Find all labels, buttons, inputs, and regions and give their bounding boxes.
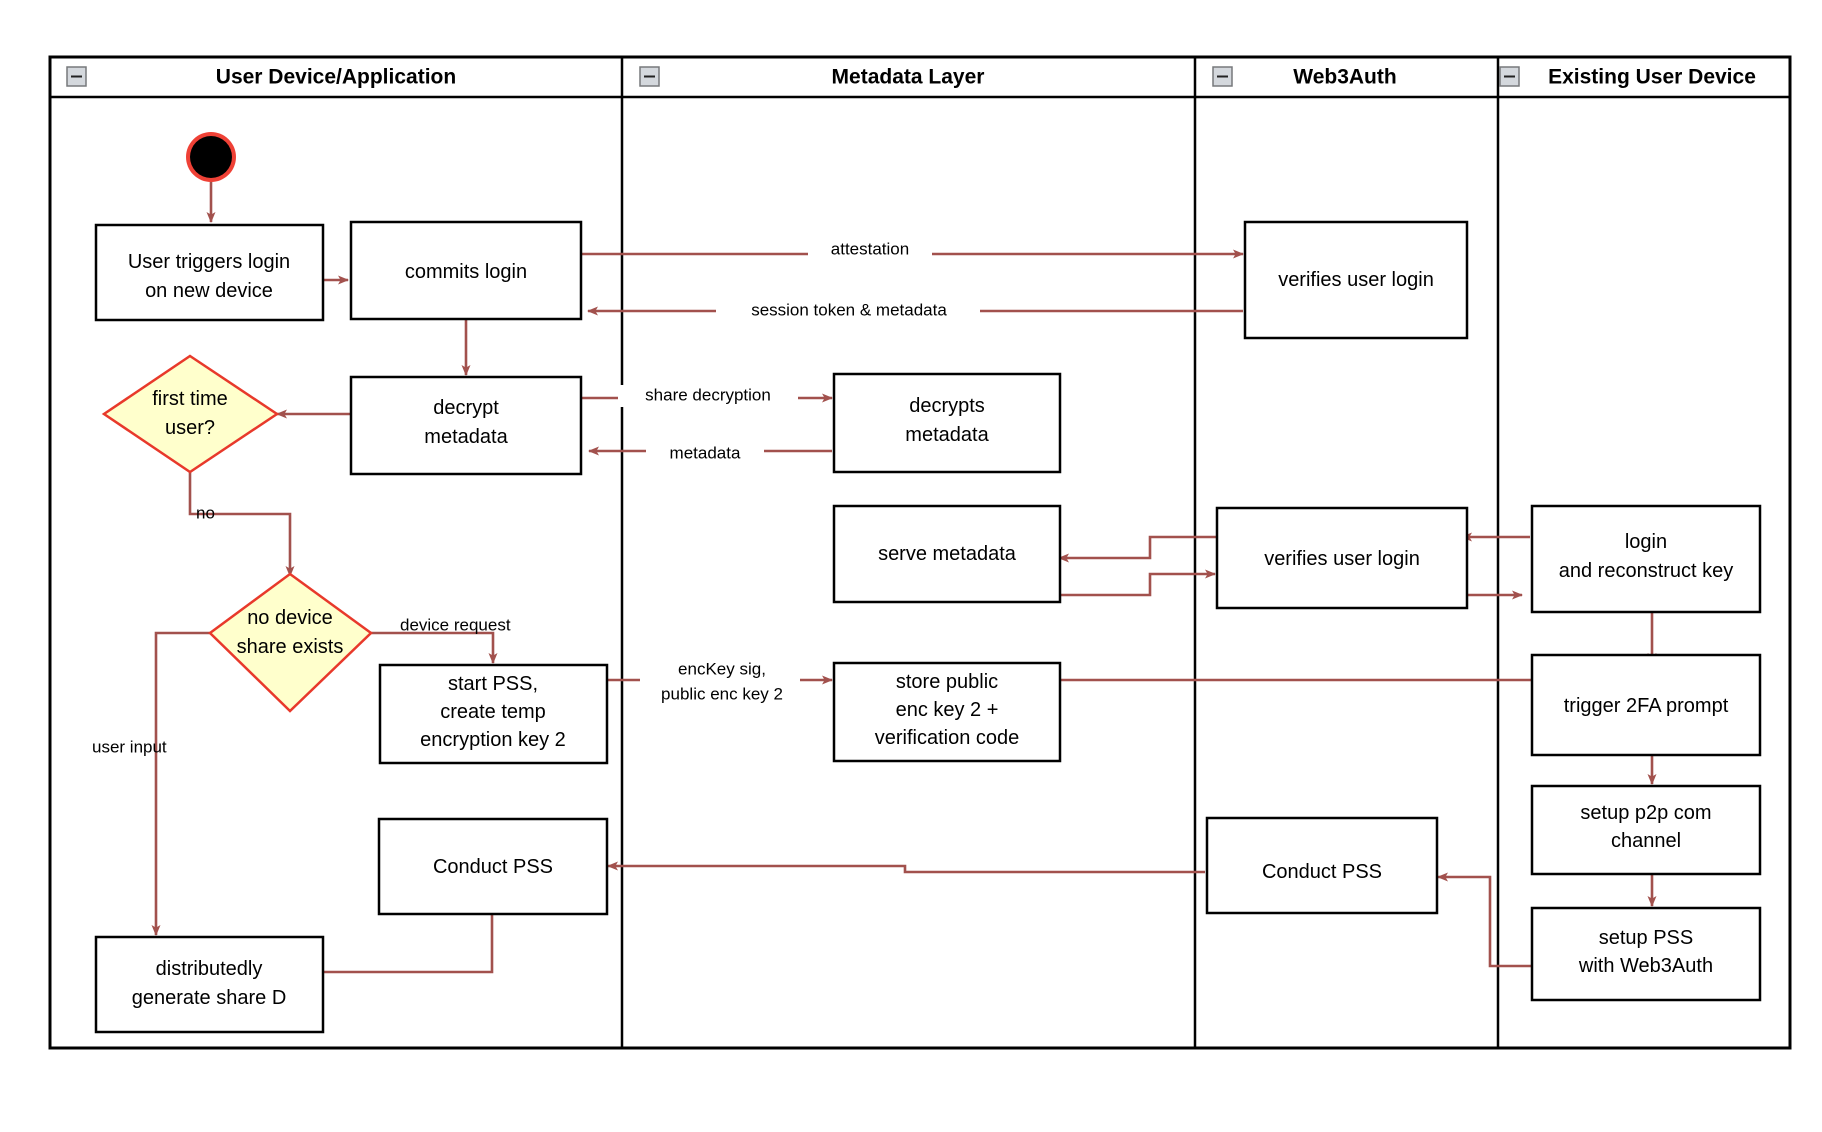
node-label-line: metadata (424, 426, 508, 448)
node-label-line: first time (152, 388, 228, 410)
minus-icon[interactable] (1499, 66, 1520, 87)
lane-header-existing-user-device[interactable]: Existing User Device (1499, 66, 1756, 89)
node-serve-metadata[interactable]: serve metadata (832, 504, 1062, 604)
edge-label-user-input: user input (92, 737, 167, 756)
node-user-triggers-login[interactable]: User triggers login on new device (94, 223, 325, 322)
lane-title-user-device-application: User Device/Application (216, 66, 456, 89)
node-trigger-2fa-prompt[interactable]: trigger 2FA prompt (1530, 653, 1762, 757)
node-setup-pss-with-web3auth[interactable]: setup PSS with Web3Auth (1530, 906, 1762, 1002)
edge-label-session-token-metadata: session token & metadata (751, 300, 947, 319)
node-label-line: on new device (145, 280, 273, 302)
edge-conduct-pss-to-generate-share-d (289, 912, 494, 977)
node-label-line: login (1625, 531, 1667, 553)
edge-label-enckey-sig-line1: encKey sig, (678, 659, 766, 678)
edge-label-attestation: attestation (831, 239, 909, 258)
node-label-line: channel (1611, 830, 1681, 852)
node-label-line: decrypt (433, 397, 499, 419)
minus-icon[interactable] (1212, 66, 1233, 87)
node-label-line: no device (247, 607, 333, 629)
node-decrypt-metadata[interactable]: decrypt metadata (349, 375, 583, 476)
node-start[interactable] (186, 132, 236, 182)
edge-setup-pss-to-conduct-pss-web3auth (1437, 872, 1532, 968)
node-store-public-enc-key[interactable]: store public enc key 2 + verification co… (832, 661, 1062, 763)
node-label-line: enc key 2 + (896, 699, 999, 721)
node-label-line: create temp (440, 701, 546, 723)
node-label-line: User triggers login (128, 251, 290, 273)
node-label-line: Conduct PSS (1262, 861, 1382, 883)
node-distributedly-generate-share-d[interactable]: distributedly generate share D (94, 935, 325, 1034)
edge-verifies-to-serve-metadata (1058, 535, 1223, 563)
node-conduct-pss-web3auth[interactable]: Conduct PSS (1205, 816, 1439, 915)
node-label-line: and reconstruct key (1559, 560, 1734, 582)
minus-icon[interactable] (639, 66, 660, 87)
node-no-device-share-exists[interactable]: no device share exists (208, 572, 373, 713)
node-start-pss-create-temp-key[interactable]: start PSS, create temp encryption key 2 (378, 663, 609, 765)
node-label-line: decrypts (909, 395, 985, 417)
node-setup-p2p-com-channel[interactable]: setup p2p com channel (1530, 784, 1762, 876)
edge-conduct-pss-web3auth-to-user (607, 861, 1205, 874)
node-decrypts-metadata[interactable]: decrypts metadata (832, 372, 1062, 474)
swimlane-frame (48, 55, 1792, 1050)
node-label-line: Conduct PSS (433, 856, 553, 878)
node-verifies-user-login-2[interactable]: verifies user login (1215, 506, 1469, 610)
edge-device-request (371, 631, 498, 664)
lane-title-existing-user-device: Existing User Device (1548, 66, 1756, 89)
lane-title-web3auth: Web3Auth (1293, 66, 1396, 89)
node-label-line: trigger 2FA prompt (1564, 695, 1729, 717)
edge-user-input (151, 631, 210, 936)
node-label-line: user? (165, 417, 215, 439)
node-label-line: setup p2p com (1580, 802, 1711, 824)
edge-label-metadata: metadata (670, 443, 741, 462)
lane-title-metadata-layer: Metadata Layer (832, 66, 985, 89)
node-label-line: encryption key 2 (420, 729, 566, 751)
node-label-line: start PSS, (448, 673, 538, 695)
node-verifies-user-login-1[interactable]: verifies user login (1243, 220, 1469, 340)
node-label-line: metadata (905, 424, 989, 446)
node-login-and-reconstruct-key[interactable]: login and reconstruct key (1530, 504, 1762, 614)
node-commits-login[interactable]: commits login (349, 220, 583, 321)
edge-labels: attestation session token & metadata sha… (92, 239, 980, 756)
node-label-line: verification code (875, 727, 1020, 749)
node-first-time-user[interactable]: first time user? (101, 354, 280, 474)
node-label-line: verifies user login (1264, 548, 1420, 570)
node-label-line: store public (896, 671, 998, 693)
minus-icon[interactable] (66, 66, 87, 87)
edge-no-branch (188, 470, 295, 577)
node-conduct-pss-user[interactable]: Conduct PSS (377, 817, 609, 916)
node-label-line: commits login (405, 261, 527, 283)
node-label-line: share exists (237, 636, 344, 658)
edge-label-share-decryption: share decryption (645, 385, 771, 404)
edge-label-no: no (196, 503, 215, 522)
node-label-line: setup PSS (1599, 927, 1694, 949)
node-label-line: distributedly (156, 958, 263, 980)
lane-header-metadata-layer[interactable]: Metadata Layer (639, 66, 985, 89)
lane-header-user-device-application[interactable]: User Device/Application (66, 66, 456, 89)
edge-label-enckey-sig-line2: public enc key 2 (661, 684, 783, 703)
node-label-line: serve metadata (878, 543, 1017, 565)
node-label-line: with Web3Auth (1578, 955, 1713, 977)
edge-label-device-request: device request (400, 615, 511, 634)
node-label-line: verifies user login (1278, 269, 1434, 291)
lane-header-web3auth[interactable]: Web3Auth (1212, 66, 1397, 89)
edge-serve-metadata-to-verifies (1059, 569, 1216, 597)
node-label-line: generate share D (132, 987, 287, 1009)
